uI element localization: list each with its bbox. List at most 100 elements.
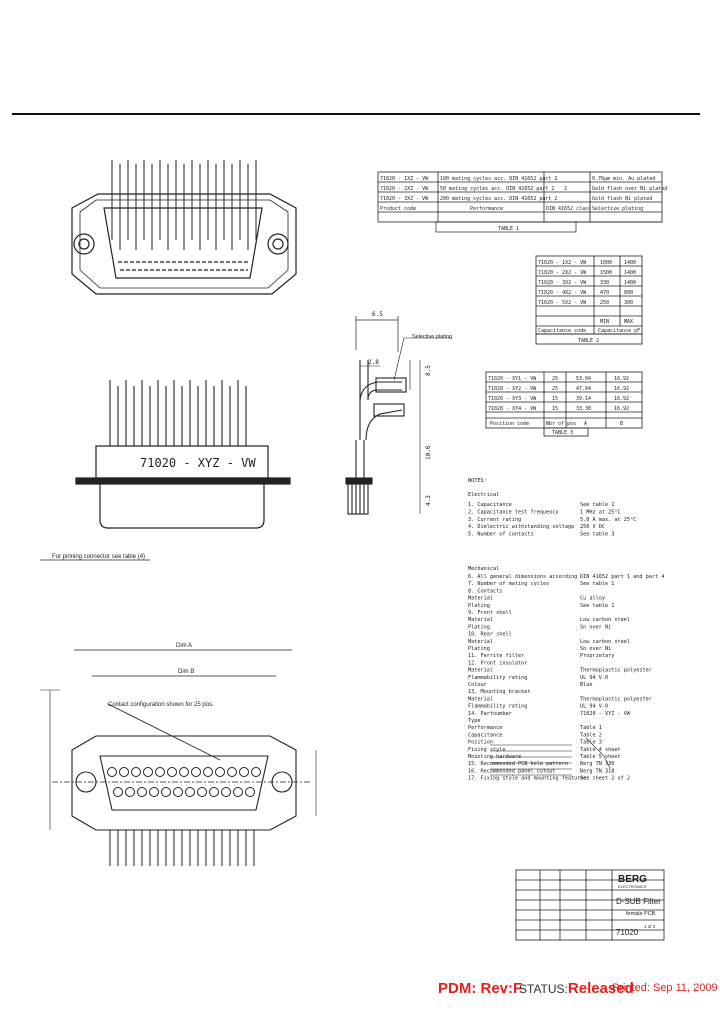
footer: PDM: Rev:F STATUS:Released Printed: Sep …: [0, 980, 720, 1008]
side-view: [75, 380, 291, 529]
electrical-note-value-3: 250 V DC: [580, 524, 605, 530]
t3-label: TABLE 3: [552, 430, 573, 436]
t1-r3-c4: Gold flash Ni plated: [592, 196, 652, 202]
t1-h2: Performance: [470, 206, 503, 212]
dim-2: 2.8: [368, 359, 379, 366]
t3-r2-c3: 47.04: [576, 386, 591, 392]
mechanical-note-value-19: 71020 - XYZ - VW: [580, 711, 631, 717]
mechanical-note-label-22: Capacitance: [468, 732, 502, 738]
status-value: Released: [567, 980, 634, 997]
t3-r4-c4: 16.92: [614, 406, 629, 412]
t1-r3-c1: 71020 - 3XZ - VW: [380, 196, 429, 202]
t3-r3-c2: 15: [552, 396, 558, 402]
mechanical-note-label-12: 12. Front insulator: [468, 660, 527, 666]
t2-h1: Capacitance code: [538, 328, 586, 334]
mechanical-note-label-2: 8. Contacts: [468, 588, 502, 594]
drawing-subtitle: female PCB: [626, 911, 656, 917]
t2-r2-c2: 1500: [600, 270, 612, 276]
dim-3: 8.5: [425, 365, 432, 376]
mechanical-note-label-1: 7. Number of mating cycles: [468, 581, 549, 587]
mechanical-note-value-15: Blue: [580, 682, 593, 688]
mechanical-note-value-21: Table 1: [580, 725, 602, 731]
drawing-number: 71020: [616, 928, 639, 937]
t3-h4: B: [620, 421, 623, 427]
mechanical-note-value-0: DIN 41652 part 1 and part 4: [580, 574, 664, 580]
mechanical-note-label-21: Performance: [468, 725, 502, 731]
dim-4: 10.6: [425, 445, 432, 460]
electrical-note-label-2: 3. Current rating: [468, 517, 521, 523]
title-block-text: BERG ELECTRONICS D-SUB Filter female PCB…: [616, 874, 661, 937]
mechanical-note-label-28: 17. Fixing style and mounting features: [468, 776, 587, 782]
t1-h4: Selective plating: [592, 206, 643, 212]
mechanical-note-value-17: Thermoplastic polyester: [580, 696, 652, 702]
notes-title: NOTES:: [468, 478, 487, 484]
electrical-note-label-1: 2. Capacitance test frequency: [468, 509, 559, 515]
mechanical-note-value-28: See sheet 2 of 2: [580, 776, 630, 782]
mechanical-note-value-10: Sn over Ni: [580, 646, 611, 652]
mechanical-note-value-22: Table 2: [580, 732, 602, 738]
t1-r3-c2: 200 mating cycles acc. DIN 41652 part 2: [440, 196, 557, 202]
mechanical-note-label-0: 6. All general dimensions according: [468, 574, 577, 580]
brand-logo: BERG: [618, 874, 647, 885]
mechanical-note-value-24: Table 4 sheet: [580, 747, 621, 753]
mechanical-note-label-4: Plating: [468, 603, 490, 609]
t3-r1-c2: 25: [552, 376, 558, 382]
bottom-view: Dim A Dim B: [40, 643, 317, 866]
mechanical-note-value-13: Thermoplastic polyester: [580, 668, 652, 674]
printed-date: Printed: Sep 11, 2009: [612, 982, 718, 994]
t1-r1-c4: 0.76µm min. Au plated: [592, 176, 655, 182]
electrical-note-value-0: See table 2: [580, 502, 614, 508]
mechanical-note-label-7: Plating: [468, 624, 490, 630]
mechanical-note-value-6: Low carbon steel: [580, 617, 630, 623]
sheet-number: 1 of 2: [644, 924, 656, 929]
t2-unit-max: MAX: [624, 319, 633, 325]
t3-h2: Nbr of pos: [546, 421, 576, 427]
title-block: [515, 869, 665, 941]
t2-r2-c1: 71020 - 2X2 - VW: [538, 270, 587, 276]
electrical-note-label-4: 5. Number of contacts: [468, 532, 534, 538]
table-2-text: 71020 - 1X2 - VW 1000 1400 71020 - 2X2 -…: [538, 260, 640, 344]
mechanical-note-label-6: Material: [468, 617, 493, 623]
mechanical-note-label-24: Fixing style: [468, 747, 505, 753]
t1-r1-c2: 100 mating cycles acc. DIN 41652 part 2: [440, 176, 557, 182]
mechanical-note-label-23: Position: [468, 740, 493, 746]
t2-r4-c1: 71020 - 4X2 - VW: [538, 290, 587, 296]
mechanical-note-label-9: Material: [468, 639, 493, 645]
t2-r1-c3: 1400: [624, 260, 636, 266]
t3-r4-c1: 71020 - XY4 - VW: [488, 406, 537, 412]
mechanical-note-label-14: Flammability rating: [468, 675, 527, 681]
t3-h3: A: [584, 421, 587, 427]
front-view: [71, 160, 297, 295]
t3-r2-c1: 71020 - XY2 - VW: [488, 386, 537, 392]
t3-r2-c4: 16.92: [614, 386, 629, 392]
dim-1: 6.5: [372, 311, 383, 318]
detail-view: [345, 316, 452, 515]
brand-sub: ELECTRONICS: [618, 884, 647, 889]
t1-h3: DIN 41652 class: [546, 206, 591, 212]
mechanical-note-label-16: 13. Mounting bracket: [468, 689, 530, 695]
t1-r1-c1: 71020 - 1XZ - VW: [380, 176, 429, 182]
t3-r3-c4: 16.92: [614, 396, 629, 402]
drawing-title: D-SUB Filter: [616, 897, 661, 906]
t3-r4-c3: 33.30: [576, 406, 591, 412]
mechanical-note-value-27: Berg TN 318: [580, 768, 614, 774]
mechanical-note-value-11: Proprietary: [580, 653, 614, 659]
t1-r2-c4: Gold flash over Ni plated: [592, 186, 667, 192]
pin-note: For pinning connector see table (4): [52, 554, 145, 560]
contact-note-leader: [107, 703, 221, 761]
mechanical-note-label-3: Material: [468, 596, 493, 602]
notes-electrical-title: Electrical: [468, 492, 499, 498]
mechanical-note-label-17: Material: [468, 696, 493, 702]
electrical-note-value-4: See table 3: [580, 532, 614, 538]
mechanical-note-label-5: 9. Front shell: [468, 610, 512, 616]
t2-r1-c1: 71020 - 1X2 - VW: [538, 260, 587, 266]
t1-r2-c1: 71020 - 2XZ - VW: [380, 186, 429, 192]
t3-r2-c2: 25: [552, 386, 558, 392]
t3-r3-c1: 71020 - XY3 - VW: [488, 396, 537, 402]
status-label: STATUS:: [519, 982, 568, 996]
table-2: [535, 255, 643, 345]
mechanical-note-label-19: 14. Partnumber: [468, 711, 512, 717]
t2-r3-c2: 330: [600, 280, 609, 286]
electrical-note-value-2: 5.0 A max. at 25°C: [580, 517, 636, 523]
